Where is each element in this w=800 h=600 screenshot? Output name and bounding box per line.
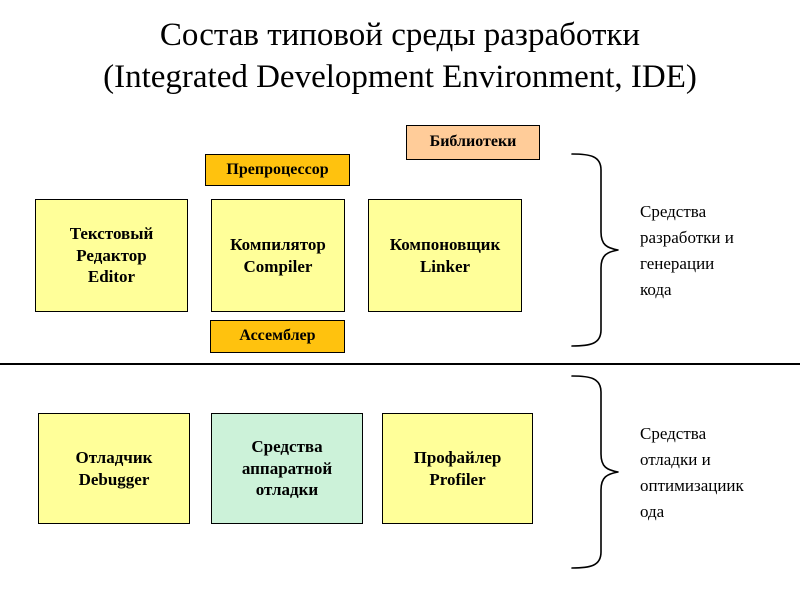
brace-debugging-icon <box>571 375 619 569</box>
box-profiler-label: Профайлер Profiler <box>413 447 502 489</box>
box-linker[interactable]: Компоновщик Linker <box>368 199 522 312</box>
box-preprocessor-label: Препроцессор <box>226 160 329 178</box>
box-libraries-label: Библиотеки <box>429 133 517 151</box>
box-linker-label: Компоновщик Linker <box>389 234 501 276</box>
box-text-editor[interactable]: Текстовый Редактор Editor <box>35 199 188 312</box>
page-title-line-2: (Integrated Development Environment, IDE… <box>103 59 697 95</box>
box-assembler[interactable]: Ассемблер <box>210 320 345 353</box>
box-hardware-debug-label: Средства аппаратной отладки <box>241 436 333 500</box>
caption-debugging: Средства отладки и оптимизациик ода <box>640 424 744 521</box>
brace-development-icon <box>571 153 619 347</box>
brace-development <box>570 152 632 348</box>
section-divider <box>0 363 800 365</box>
page-title-line-1: Состав типовой среды разработки <box>159 17 641 53</box>
box-hardware-debug[interactable]: Средства аппаратной отладки <box>211 413 363 524</box>
box-preprocessor[interactable]: Препроцессор <box>205 154 350 186</box>
box-assembler-label: Ассемблер <box>239 327 316 345</box>
box-libraries[interactable]: Библиотеки <box>406 125 540 160</box>
box-profiler[interactable]: Профайлер Profiler <box>382 413 533 524</box>
page-title: Состав типовой среды разработки (Integra… <box>0 14 800 98</box>
caption-development: Средства разработки и генерации кода <box>640 202 734 299</box>
box-debugger-label: Отладчик Debugger <box>75 447 153 489</box>
brace-debugging <box>570 374 632 570</box>
box-compiler[interactable]: Компилятор Compiler <box>211 199 345 312</box>
box-text-editor-label: Текстовый Редактор Editor <box>69 223 154 287</box>
box-compiler-label: Компилятор Compiler <box>230 234 326 276</box>
box-debugger[interactable]: Отладчик Debugger <box>38 413 190 524</box>
